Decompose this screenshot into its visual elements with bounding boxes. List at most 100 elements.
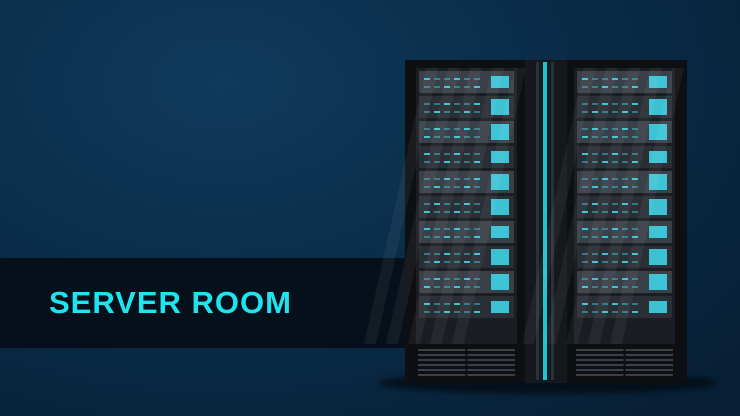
vent-led xyxy=(622,86,628,88)
server-unit xyxy=(577,96,672,118)
server-cabinet xyxy=(364,60,687,383)
vent-led xyxy=(632,311,638,313)
vent-led xyxy=(444,261,450,263)
vent-led xyxy=(474,103,480,105)
vent-led xyxy=(622,161,628,163)
vent-led xyxy=(474,211,480,213)
vent-led xyxy=(454,303,460,305)
vent-led xyxy=(592,186,598,188)
vent-led xyxy=(632,278,638,280)
vent-led xyxy=(592,303,598,305)
vent-led xyxy=(464,103,470,105)
vent-led xyxy=(612,203,618,205)
vent-led xyxy=(424,111,430,113)
server-unit xyxy=(577,121,672,143)
vent-led xyxy=(602,86,608,88)
vent-led xyxy=(444,128,450,130)
vent-led xyxy=(582,303,588,305)
vent-led xyxy=(632,128,638,130)
server-unit xyxy=(419,71,514,93)
vent-led xyxy=(464,128,470,130)
vent-led xyxy=(582,86,588,88)
vent-led xyxy=(592,136,598,138)
glass-reflection xyxy=(566,68,640,344)
vent-led xyxy=(454,103,460,105)
status-light xyxy=(491,226,509,238)
divider-rail xyxy=(551,62,554,380)
server-unit xyxy=(577,296,672,318)
vent-led xyxy=(454,86,460,88)
vent-split xyxy=(465,348,468,378)
server-unit xyxy=(577,221,672,243)
vent-led xyxy=(602,311,608,313)
vent-led xyxy=(454,161,460,163)
server-unit xyxy=(577,146,672,168)
status-light xyxy=(649,76,667,88)
vent-led xyxy=(602,228,608,230)
vent-led xyxy=(592,78,598,80)
vent-led xyxy=(632,228,638,230)
vent-led xyxy=(612,111,618,113)
vent-led xyxy=(424,228,430,230)
vent-led xyxy=(592,228,598,230)
vent-led xyxy=(424,153,430,155)
vent-led xyxy=(582,253,588,255)
status-light xyxy=(491,301,509,313)
glass-reflection xyxy=(544,68,618,344)
vent-led xyxy=(592,128,598,130)
vent-led xyxy=(454,111,460,113)
vent-led xyxy=(424,136,430,138)
status-light xyxy=(649,226,667,238)
vent-led xyxy=(434,186,440,188)
vent-led xyxy=(464,178,470,180)
vent-led xyxy=(434,203,440,205)
vent-led xyxy=(434,128,440,130)
vent-led xyxy=(612,261,618,263)
vent-led xyxy=(424,203,430,205)
vent-led xyxy=(474,261,480,263)
vent-led xyxy=(454,278,460,280)
status-light xyxy=(491,124,509,140)
vent-led xyxy=(424,211,430,213)
status-light xyxy=(491,274,509,290)
vent-led xyxy=(622,136,628,138)
vent-led xyxy=(582,286,588,288)
vent-led xyxy=(622,153,628,155)
vent-led xyxy=(474,153,480,155)
vent-led xyxy=(582,311,588,313)
vent-led xyxy=(434,253,440,255)
server-unit xyxy=(577,196,672,218)
vent-led xyxy=(434,178,440,180)
page-title: SERVER ROOM xyxy=(49,285,292,320)
vent-led xyxy=(434,111,440,113)
vent-led xyxy=(602,278,608,280)
vent-led xyxy=(424,86,430,88)
glass-reflection xyxy=(386,68,460,344)
vent-led xyxy=(434,103,440,105)
vent-led xyxy=(424,78,430,80)
vent-led xyxy=(424,286,430,288)
status-light xyxy=(649,99,667,115)
server-unit xyxy=(419,146,514,168)
vent-led xyxy=(632,203,638,205)
vent-led xyxy=(632,253,638,255)
vent-led xyxy=(474,86,480,88)
vent-led xyxy=(464,203,470,205)
vent-led xyxy=(582,178,588,180)
server-unit xyxy=(419,96,514,118)
status-light xyxy=(491,174,509,190)
vent-led xyxy=(454,253,460,255)
vent-led xyxy=(632,303,638,305)
status-light xyxy=(649,274,667,290)
vent-led xyxy=(434,136,440,138)
vent-led xyxy=(632,211,638,213)
vent-led xyxy=(474,161,480,163)
vent-led xyxy=(592,203,598,205)
vent-led xyxy=(592,236,598,238)
divider-light-strip xyxy=(543,62,547,380)
vent-led xyxy=(602,186,608,188)
vent-led xyxy=(434,311,440,313)
vent-led xyxy=(444,161,450,163)
vent-led xyxy=(612,211,618,213)
vent-led xyxy=(454,203,460,205)
